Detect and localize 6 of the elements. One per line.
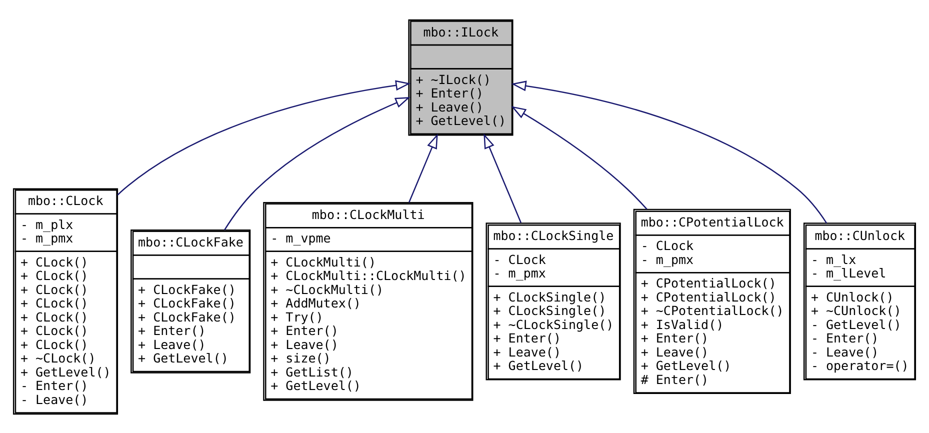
- arrow: [408, 133, 438, 202]
- arrow: [511, 106, 648, 210]
- arrow: [117, 80, 411, 196]
- arrow: [484, 133, 522, 222]
- arrow: [511, 80, 828, 223]
- arrow: [224, 96, 410, 230]
